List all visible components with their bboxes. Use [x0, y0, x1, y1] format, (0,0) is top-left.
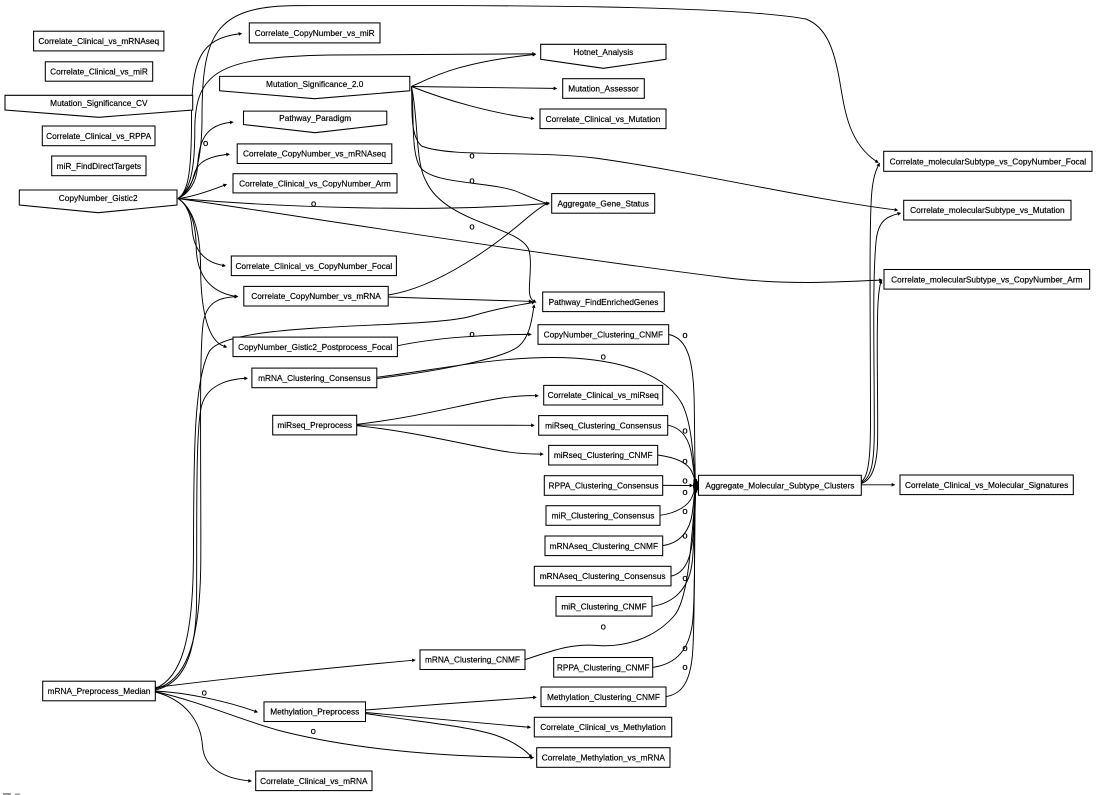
svg-text:o: o [682, 425, 687, 436]
svg-text:o: o [682, 487, 687, 498]
svg-text:Correlate_Clinical_vs_CopyNumb: Correlate_Clinical_vs_CopyNumber_Focal [235, 261, 392, 271]
svg-text:o: o [202, 687, 207, 698]
svg-text:mRNAseq_Clustering_Consensus: mRNAseq_Clustering_Consensus [540, 571, 666, 581]
svg-text:o: o [682, 330, 687, 341]
svg-text:Correlate_molecularSubtype_vs_: Correlate_molecularSubtype_vs_CopyNumber… [890, 156, 1087, 166]
svg-text:miRseq_Clustering_CNMF: miRseq_Clustering_CNMF [554, 450, 653, 460]
svg-text:Pathway_FindEnrichedGenes: Pathway_FindEnrichedGenes [549, 297, 659, 307]
svg-text:mRNA_Preprocess_Median: mRNA_Preprocess_Median [48, 686, 151, 696]
svg-text:Correlate_Clinical_vs_Mutation: Correlate_Clinical_vs_Mutation [546, 114, 661, 124]
svg-text:o: o [682, 643, 687, 654]
svg-text:Correlate_Clinical_vs_miRseq: Correlate_Clinical_vs_miRseq [548, 390, 660, 400]
svg-text:mRNAseq_Clustering_CNMF: mRNAseq_Clustering_CNMF [550, 541, 658, 551]
svg-text:Correlate_CopyNumber_vs_miR: Correlate_CopyNumber_vs_miR [255, 28, 375, 38]
svg-text:Correlate_Methylation_vs_mRNA: Correlate_Methylation_vs_mRNA [542, 753, 666, 763]
svg-text:o: o [682, 475, 687, 486]
svg-text:miRseq_Clustering_Consensus: miRseq_Clustering_Consensus [545, 420, 661, 430]
svg-text:Correlate_Clinical_vs_RPPA: Correlate_Clinical_vs_RPPA [46, 131, 151, 141]
svg-text:Methylation_Preprocess: Methylation_Preprocess [270, 707, 359, 717]
svg-text:Mutation_Assessor: Mutation_Assessor [568, 84, 639, 94]
svg-text:o: o [682, 530, 687, 541]
svg-text:CopyNumber_Gistic2: CopyNumber_Gistic2 [59, 193, 138, 203]
svg-text:miR_Clustering_Consensus: miR_Clustering_Consensus [552, 511, 655, 521]
svg-text:Correlate_molecularSubtype_vs_: Correlate_molecularSubtype_vs_Mutation [910, 205, 1065, 215]
svg-text:Correlate_Clinical_vs_mRNAseq: Correlate_Clinical_vs_mRNAseq [38, 36, 159, 46]
svg-text:o: o [682, 662, 687, 673]
svg-text:Mutation_Significance_2.0: Mutation_Significance_2.0 [266, 79, 364, 89]
svg-text:Mutation_Significance_CV: Mutation_Significance_CV [50, 98, 148, 108]
svg-text:o: o [469, 329, 474, 340]
svg-text:o: o [682, 506, 687, 517]
svg-text:Correlate_Clinical_vs_miR: Correlate_Clinical_vs_miR [50, 67, 148, 77]
svg-text:Correlate_Clinical_vs_Molecula: Correlate_Clinical_vs_Molecular_Signatur… [905, 480, 1068, 490]
svg-text:miR_FindDirectTargets: miR_FindDirectTargets [57, 161, 141, 171]
svg-text:o: o [469, 221, 474, 232]
svg-text:miRseq_Preprocess: miRseq_Preprocess [277, 420, 352, 430]
svg-text:Correlate_Clinical_vs_Methylat: Correlate_Clinical_vs_Methylation [540, 722, 666, 732]
svg-text:CopyNumber_Gistic2_Postprocess: CopyNumber_Gistic2_Postprocess_Focal [238, 342, 392, 352]
svg-text:o: o [682, 573, 687, 584]
svg-text:o: o [469, 151, 474, 162]
svg-text:o: o [203, 138, 208, 149]
svg-text:miR_Clustering_CNMF: miR_Clustering_CNMF [561, 601, 646, 611]
svg-text:Aggregate_Gene_Status: Aggregate_Gene_Status [558, 198, 649, 208]
svg-text:mRNA_Clustering_CNMF: mRNA_Clustering_CNMF [425, 655, 520, 665]
svg-text:RPPA_Clustering_Consensus: RPPA_Clustering_Consensus [548, 481, 658, 491]
svg-text:o: o [311, 199, 316, 210]
svg-text:CopyNumber_Clustering_CNMF: CopyNumber_Clustering_CNMF [544, 330, 663, 340]
svg-text:Hotnet_Analysis: Hotnet_Analysis [573, 47, 633, 57]
svg-text:RPPA_Clustering_CNMF: RPPA_Clustering_CNMF [557, 662, 650, 672]
svg-text:Correlate_CopyNumber_vs_mRNAse: Correlate_CopyNumber_vs_mRNAseq [243, 149, 386, 159]
svg-text:o: o [682, 456, 687, 467]
svg-text:o: o [469, 176, 474, 187]
svg-text:o: o [311, 726, 316, 737]
svg-text:Correlate_molecularSubtype_vs_: Correlate_molecularSubtype_vs_CopyNumber… [891, 274, 1082, 284]
svg-text:Aggregate_Molecular_Subtype_Cl: Aggregate_Molecular_Subtype_Clusters [705, 480, 854, 490]
svg-text:o: o [601, 351, 606, 362]
svg-text:Correlate_Clinical_vs_CopyNumb: Correlate_Clinical_vs_CopyNumber_Arm [239, 178, 391, 188]
svg-text:mRNA_Clustering_Consensus: mRNA_Clustering_Consensus [258, 373, 371, 383]
svg-text:Correlate_CopyNumber_vs_mRNA: Correlate_CopyNumber_vs_mRNA [251, 291, 381, 301]
svg-text:Methylation_Clustering_CNMF: Methylation_Clustering_CNMF [547, 692, 660, 702]
svg-text:Correlate_Clinical_vs_mRNA: Correlate_Clinical_vs_mRNA [260, 776, 368, 786]
svg-text:Pathway_Paradigm: Pathway_Paradigm [279, 113, 351, 123]
svg-text:o: o [601, 621, 606, 632]
